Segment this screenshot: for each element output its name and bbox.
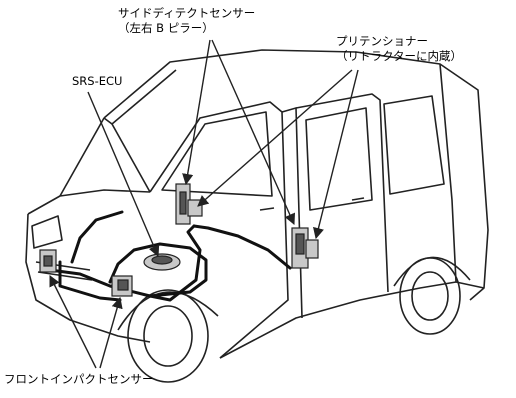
pretensioner-label-line1: プリテンショナー: [336, 34, 428, 48]
front-impact-sensor-right: [111, 275, 133, 297]
srs-ecu-unit: [143, 253, 181, 271]
side-detect-sensor-front: [175, 183, 203, 225]
srs-ecu-label-text: SRS-ECU: [72, 74, 123, 88]
front-impact-sensor-left: [39, 249, 57, 273]
side-detect-sensor-label-line2: （左右 B ピラー）: [118, 21, 214, 35]
pretensioner-label: プリテンショナー （リトラクターに内蔵）: [336, 34, 462, 64]
front-impact-sensor-label: フロントインパクトセンサー: [4, 372, 154, 387]
front-impact-sensor-label-text: フロントインパクトセンサー: [4, 372, 154, 386]
srs-ecu-label: SRS-ECU: [72, 74, 122, 89]
callout-lines: [49, 39, 359, 369]
van-body: [25, 49, 489, 383]
srs-wiring-harness: [48, 210, 292, 302]
side-detect-sensor-label-line1: サイドディテクトセンサー: [118, 6, 256, 20]
pretensioner-label-line2: （リトラクターに内蔵）: [336, 49, 463, 63]
side-detect-sensor-label: サイドディテクトセンサー （左右 B ピラー）: [118, 6, 255, 36]
pretensioner-rear: [291, 227, 319, 269]
